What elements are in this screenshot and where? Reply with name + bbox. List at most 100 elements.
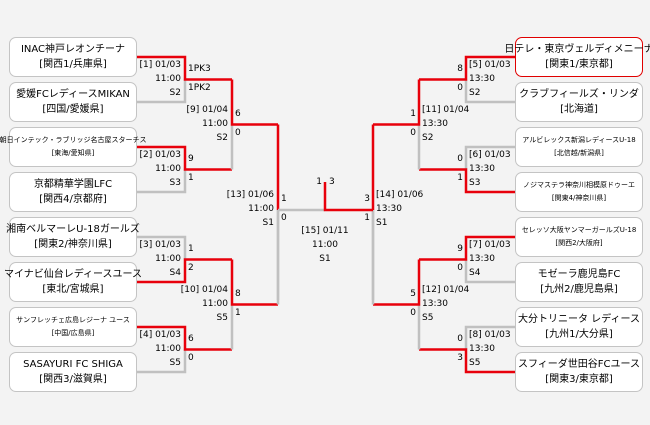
match-venue: S4	[169, 267, 181, 278]
final-score-right: 3	[329, 177, 335, 187]
match-time: 11:00	[155, 163, 181, 174]
bracket-line-12	[230, 259, 278, 306]
team-name: INAC神戸レオンチーナ	[20, 44, 126, 55]
bracket-line-26	[373, 259, 421, 306]
team-region: [北海道]	[560, 104, 598, 115]
team-box-right-1: 日テレ・東京ヴェルディメニーナ [関東1/東京都]	[504, 37, 650, 77]
team-name: クラブフィールズ・リンダ	[519, 89, 639, 100]
team-region: [北信越/新潟県]	[554, 149, 604, 157]
team-region: [東海/愛知県]	[51, 149, 95, 157]
score-bottom: 0	[188, 352, 194, 363]
match-venue: S2	[469, 87, 481, 98]
bracket-line-24	[373, 79, 421, 126]
bracket-line-15	[464, 79, 515, 104]
match-no: [10] 01/04	[180, 284, 228, 295]
match-time: 11:00	[155, 343, 181, 354]
match-no: [15] 01/11	[301, 226, 349, 236]
bracket-line-20	[419, 235, 515, 261]
score-top: 1	[281, 194, 287, 204]
score-top: 0	[457, 333, 463, 344]
bracket-line-8	[137, 325, 232, 351]
team-name: モゼーラ鹿児島FC	[537, 269, 621, 280]
team-name: サンフレッチェ広島レジーナ ユース	[16, 316, 130, 324]
team-box-right-5: セレッソ大阪ヤンマーガールズU-18[関西2/大阪府]	[515, 217, 643, 257]
team-region: [関東1/東京都]	[545, 59, 613, 70]
match-no: [11] 01/04	[422, 104, 470, 115]
match-time: 11:00	[155, 73, 181, 84]
match-no: [5] 01/03	[469, 59, 511, 70]
bracket-line-18	[419, 168, 515, 194]
match-venue: S1	[262, 218, 274, 228]
bracket-line-6	[137, 258, 232, 284]
match-venue: S4	[469, 267, 481, 278]
score-top: 5	[410, 288, 416, 299]
bracket-line-17	[464, 145, 515, 170]
team-name: アルビレックス新潟レディースU-18	[522, 136, 636, 144]
team-name: マイナビ仙台レディースユース	[3, 269, 143, 280]
score-bottom: 0	[281, 213, 287, 223]
team-box-left-2: 愛媛FCレディースMIKAN[四国/愛媛県]	[9, 82, 137, 122]
score-bottom: 0	[410, 307, 416, 318]
bracket-line-4	[137, 145, 232, 171]
team-box-left-6: マイナビ仙台レディースユース[東北/宮城県]	[4, 262, 142, 302]
team-region: [関東4/神奈川県]	[551, 194, 607, 202]
match-no: [8] 01/03	[469, 329, 511, 340]
match-time: 13:30	[469, 253, 495, 264]
team-name: 朝日インテック・ラブリッジ名古屋スターチス	[0, 136, 147, 144]
match-venue: S5	[216, 312, 228, 323]
match-time: 11:00	[155, 253, 181, 264]
match-no: [13] 01/06	[226, 190, 274, 200]
score-top: 1PK3	[188, 63, 211, 74]
team-region: [関西1/兵庫県]	[39, 59, 107, 70]
score-bottom: 1	[235, 307, 241, 318]
match-no: [12] 01/04	[422, 284, 470, 295]
team-box-right-6: モゼーラ鹿児島FC[九州2/鹿児島県]	[515, 262, 643, 302]
score-bottom: 0	[457, 262, 463, 273]
match-time: 13:30	[469, 163, 495, 174]
match-venue: S5	[469, 357, 481, 368]
score-top: 8	[235, 288, 241, 299]
score-top: 9	[188, 153, 194, 164]
bracket-line-16	[419, 55, 515, 81]
score-bottom: 1PK2	[188, 82, 211, 93]
final-score-left: 1	[316, 177, 322, 187]
team-box-left-4: 京都精華学園LFC[関西4/京都府]	[9, 172, 137, 212]
match-time: 13:30	[469, 73, 495, 84]
match-time: 13:30	[469, 343, 495, 354]
team-region: [四国/愛媛県]	[42, 104, 104, 115]
match-time: 13:30	[422, 118, 448, 129]
bracket-line-22	[419, 348, 515, 374]
score-top: 1	[188, 243, 194, 254]
bracket-line-7	[137, 349, 187, 374]
bracket-line-5	[137, 235, 187, 260]
team-name: 日テレ・東京ヴェルディメニーナ	[504, 44, 650, 55]
match-venue: S2	[422, 132, 434, 143]
score-bottom: 1	[188, 172, 194, 183]
match-no: [2] 01/03	[139, 149, 181, 160]
team-box-right-4: ノジマステラ神奈川相模原ドゥーエ[関東4/神奈川県]	[515, 172, 643, 212]
team-region: [九州1/大分県]	[545, 329, 613, 340]
team-name: SASAYURI FC SHIGA	[23, 359, 123, 370]
match-time: 11:00	[248, 204, 274, 214]
team-name: 大分トリニータ レディース	[518, 314, 640, 325]
match-no: [7] 01/03	[469, 239, 511, 250]
team-box-left-7: サンフレッチェ広島レジーナ ユース[中国/広島県]	[9, 307, 137, 347]
team-box-left-3: 朝日インテック・ラブリッジ名古屋スターチス [東海/愛知県]	[0, 127, 146, 167]
match-venue: S1	[376, 218, 388, 228]
team-box-right-7: 大分トリニータ レディース [九州1/大分県]	[515, 307, 643, 347]
match-time: 11:00	[202, 118, 228, 129]
score-bottom: 1	[364, 213, 370, 223]
score-top: 1	[410, 108, 416, 119]
score-top: 3	[364, 194, 370, 204]
bracket-line-2	[137, 55, 232, 81]
score-bottom: 0	[410, 127, 416, 138]
bracket-line-19	[464, 259, 515, 284]
